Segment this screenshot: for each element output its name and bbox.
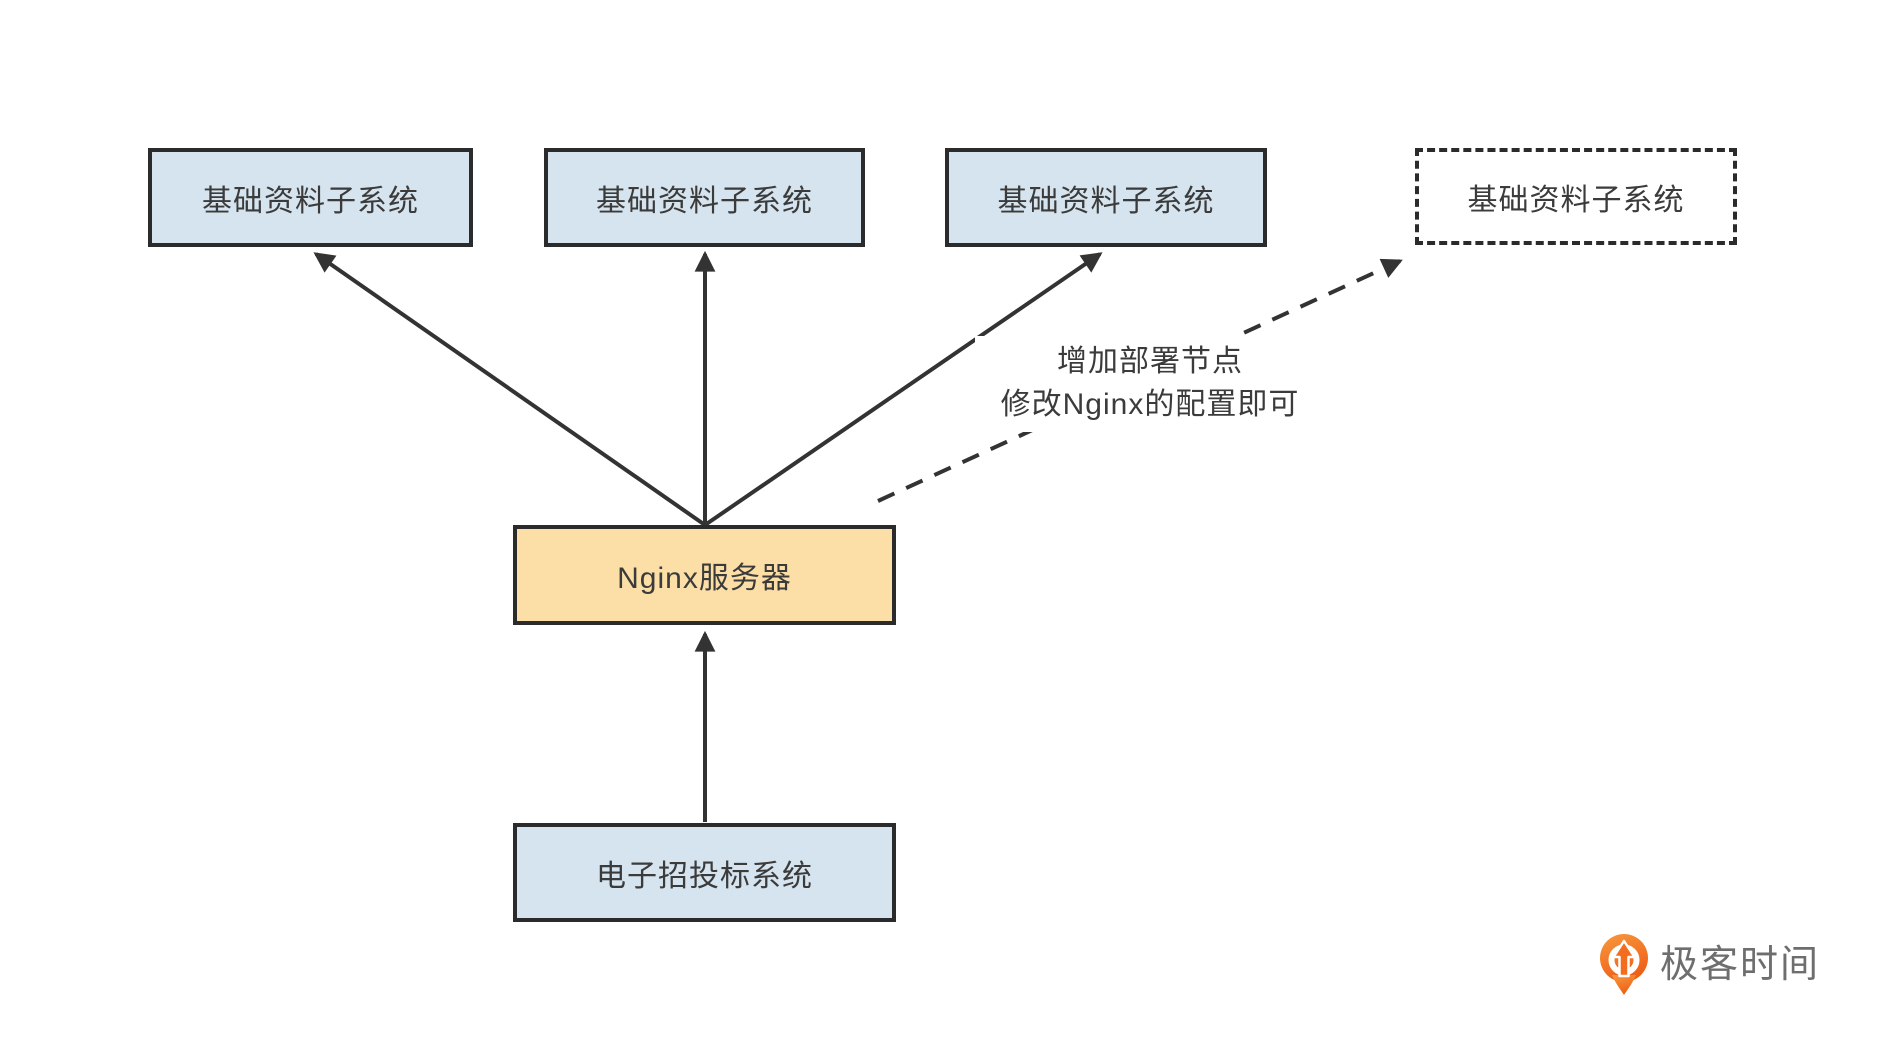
subsystem-box-2-label: 基础资料子系统 <box>596 184 813 218</box>
subsystem-box-3-label: 基础资料子系统 <box>997 184 1215 218</box>
subsystem-box-1: 基础资料子系统 <box>148 148 473 247</box>
subsystem-box-2: 基础资料子系统 <box>544 148 865 247</box>
subsystem-box-planned: 基础资料子系统 <box>1415 148 1737 245</box>
geektime-logo: 极客时间 <box>1600 934 1820 996</box>
bidding-system-box: 电子招投标系统 <box>513 823 896 922</box>
subsystem-box-1-label: 基础资料子系统 <box>202 184 419 218</box>
annotation-line-2: 修改Nginx的配置即可 <box>1000 388 1300 421</box>
arrow-nginx-to-subsystem-1 <box>313 252 707 527</box>
geektime-pin-arrow-icon <box>1600 934 1648 995</box>
nginx-server-label: Nginx服务器 <box>617 562 792 595</box>
arrow-nginx-to-subsystem-3 <box>703 252 1103 527</box>
subsystem-box-planned-label: 基础资料子系统 <box>1467 183 1685 217</box>
annotation-line-1: 增加部署节点 <box>1057 345 1243 378</box>
subsystem-box-3: 基础资料子系统 <box>945 148 1267 247</box>
bidding-system-label: 电子招投标系统 <box>596 859 813 893</box>
geektime-logo-text: 极客时间 <box>1660 944 1821 986</box>
annotation-note: 增加部署节点 修改Nginx的配置即可 <box>975 336 1325 432</box>
nginx-server-box: Nginx服务器 <box>513 525 896 625</box>
